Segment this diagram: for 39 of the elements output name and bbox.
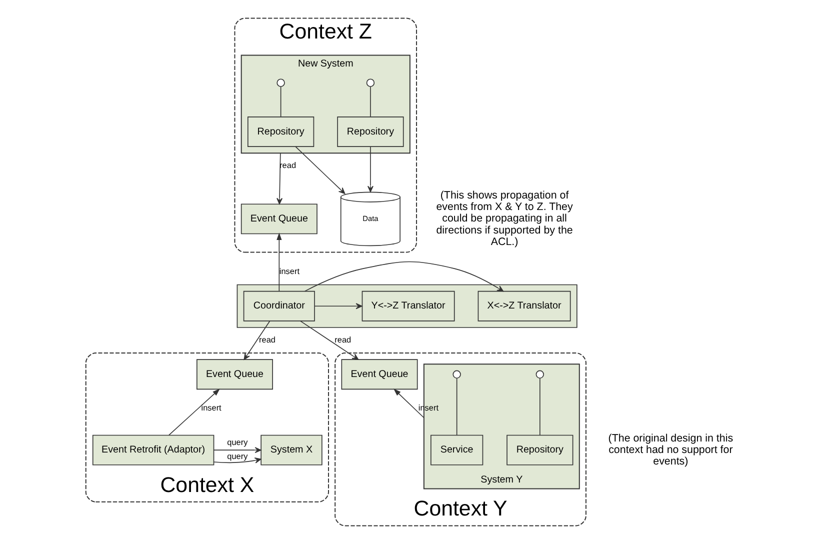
node-box: Event Queue [340,359,418,390]
arrow [314,303,362,310]
arrow [276,152,282,204]
node-box: Coordinator [242,290,314,322]
arrow [243,320,270,360]
node-box: Event Retrofit (Adaptor) [92,434,214,466]
arrow [294,146,345,194]
node-box: Event Queue [196,359,272,390]
connector [538,378,540,436]
node-box: Repository [506,434,573,466]
arrow [300,320,358,360]
arrow [304,261,504,292]
edge-label: read [258,335,275,344]
node-box: Y<->Z Translator [361,290,454,322]
node-box: Repository [247,116,314,147]
node-circle [276,78,284,87]
connector [280,86,281,118]
node-box: Repository [336,116,404,147]
label: (This shows propagation of events from X & Y to Z. They could be propagating in all directions if supported by the ACL.) [436,190,572,248]
arrow [366,146,373,192]
edge-label: insert [278,267,299,276]
node-box: Event Queue [240,204,317,234]
node-box: Service [430,434,483,466]
edge-label: read [334,335,351,344]
edge-label: query [226,438,248,448]
arrow [393,388,424,418]
edge-label: insert [200,404,221,413]
arrow [168,388,220,436]
arrow [213,457,261,464]
edge-label: query [226,452,248,462]
node-box: System X [260,434,322,466]
arrow [213,447,261,454]
node-box: X<->Z Translator [477,290,570,322]
connector [456,378,457,436]
node-circle [366,78,374,87]
arrow [276,232,282,292]
label: (The original design in this context had no support for events) [608,432,733,468]
node-circle [535,370,544,379]
node-circle [452,370,460,379]
